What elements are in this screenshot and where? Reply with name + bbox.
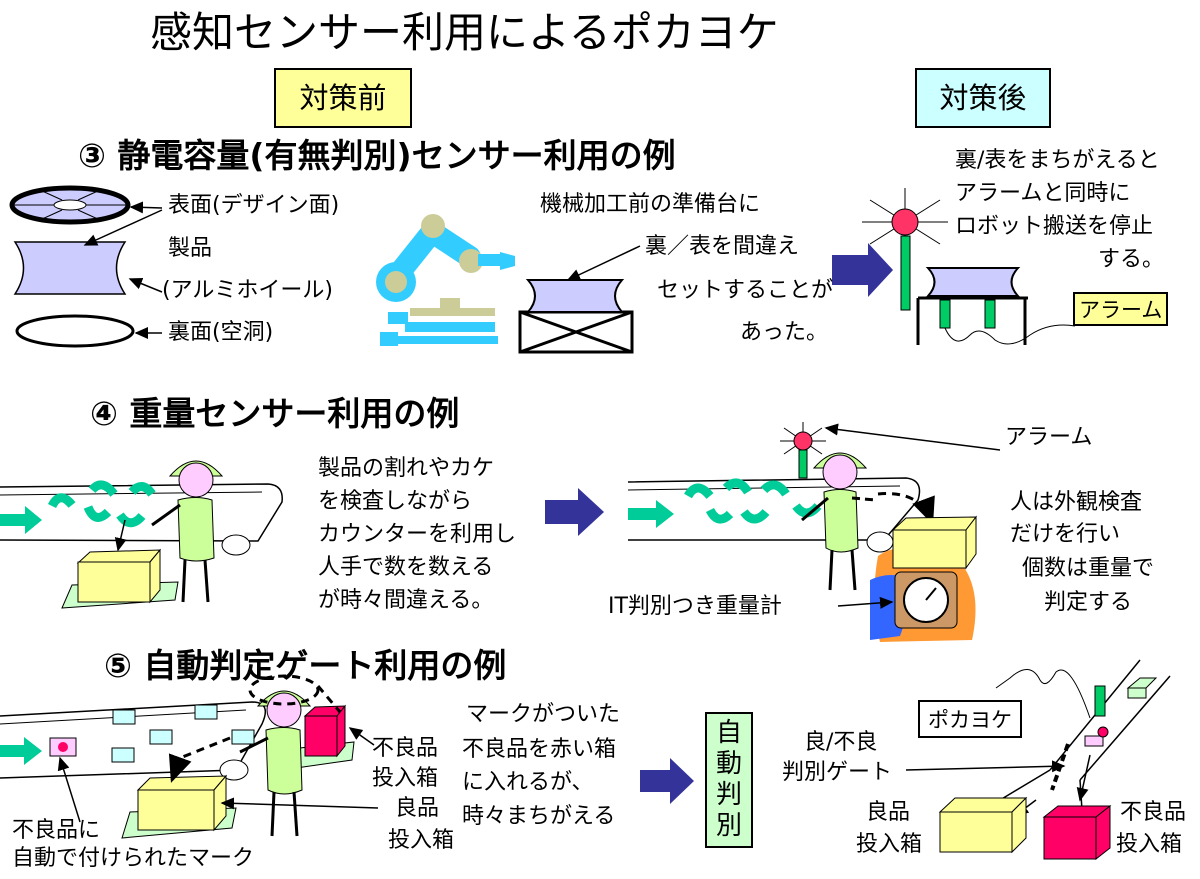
flow-arrow-icon (0, 506, 42, 534)
s5-before-line2: 不良品を赤い箱 (462, 737, 617, 762)
s4-before-line5: が時々間違える。 (318, 588, 494, 613)
label-aluminum: (アルミホイール) (162, 278, 333, 303)
section3-heading: ③ 静電容量(有無判別)センサー利用の例 (78, 136, 676, 175)
good-box-label-2: 投入箱 (388, 828, 455, 853)
bad-box-after-icon (1042, 804, 1112, 861)
small-products-icon (111, 704, 255, 763)
s4-before-line2: を検査しながら (318, 489, 473, 514)
flow-arrow-3-icon (0, 737, 42, 765)
s3-after-line3: ロボット搬送を停止 (955, 214, 1154, 239)
s3-after-line2: アラームと同時に (955, 181, 1131, 206)
s5-before-line3: に入れるが、 (462, 770, 594, 795)
sensor-table-icon (916, 267, 1076, 345)
s4-after-line2: だけを行い (1010, 522, 1121, 547)
s3-before-line3: セットすることが (657, 278, 834, 303)
mark-label-1: 不良品に (12, 818, 101, 843)
s4-alarm-label: アラーム (1005, 425, 1093, 450)
label-product: 製品 (168, 236, 213, 261)
s4-after-line4: 判定する (1044, 590, 1133, 615)
alarm-box: アラーム (1073, 292, 1169, 326)
scale-label: IT判別つき重量計 (608, 594, 782, 619)
bad-after-2: 投入箱 (1116, 832, 1183, 857)
auto-gate-label: 自 動 判 別 (705, 712, 753, 848)
s5-before-line4: 時々まちがえる (462, 804, 616, 829)
good-box-after-icon (938, 796, 1028, 854)
alarm-lamp-icon (862, 188, 948, 256)
s5-before-line1: マークがついた (466, 702, 621, 727)
s3-after-line1: 裏/表をまちがえると (955, 148, 1160, 173)
after-label: 対策後 (915, 68, 1051, 128)
robot-arm-icon (376, 214, 515, 346)
s3-before-line2: 裏／表を間違え (645, 234, 800, 259)
good-box-2-icon (891, 515, 978, 570)
flow-arrow-2-icon (628, 500, 674, 528)
before-after-arrow-icon (832, 243, 893, 297)
good-box-label-1: 良品 (395, 796, 440, 821)
bad-box-5-icon (295, 704, 355, 769)
alarm-lamp-2-icon (780, 422, 826, 479)
section5-heading: ⑤ 自動判定ゲート利用の例 (104, 646, 507, 685)
dashed-grab-icon (248, 674, 320, 706)
weight-scale-icon (870, 546, 976, 642)
gate-char-2: 動 (715, 748, 742, 779)
wheel-back-icon (15, 314, 135, 348)
label-front: 表面(デザイン面) (168, 193, 340, 218)
page-title: 感知センサー利用によるポカヨケ (150, 8, 779, 57)
s4-before-line1: 製品の割れやカケ (318, 456, 495, 481)
wheel-side-icon (13, 241, 127, 295)
gate-chute-icon (995, 659, 1171, 816)
bad-box-label-1: 不良品 (372, 736, 439, 761)
worker-2-icon (801, 452, 877, 591)
bad-after-1: 不良品 (1120, 800, 1187, 825)
gate-char-3: 判 (715, 780, 742, 810)
s4-before-line4: 人手で数を数える (318, 555, 494, 580)
products-after-icon (684, 478, 822, 524)
gate-desc-1: 良/不良 (804, 730, 878, 755)
good-box-icon (61, 548, 179, 609)
worker-3-icon (239, 690, 312, 837)
worker-icon (151, 460, 224, 603)
before-after-arrow-3-icon (640, 758, 694, 804)
before-after-arrow-2-icon (545, 488, 604, 536)
good-after-2: 投入箱 (856, 832, 923, 857)
good-box-5-icon (121, 774, 237, 839)
wheel-front-icon (9, 185, 131, 225)
s4-after-line3: 個数は重量で (1022, 556, 1155, 581)
marked-product-icon (49, 737, 77, 757)
conveyor-before-icon (0, 483, 283, 556)
before-label: 対策前 (274, 68, 412, 128)
products-before-icon (47, 480, 156, 528)
s4-before-line3: カウンターを利用し (318, 522, 517, 547)
mark-label-2: 自動で付けられたマーク (12, 846, 255, 871)
good-after-1: 良品 (866, 800, 911, 825)
bad-box-label-2: 投入箱 (372, 766, 439, 791)
section4-heading: ④ 重量センサー利用の例 (90, 394, 460, 433)
s3-before-line1: 機械加工前の準備台に (540, 192, 761, 217)
pokayoke-box: ポカヨケ (918, 700, 1022, 738)
gate-desc-2: 判別ゲート (782, 760, 893, 785)
label-back: 裏面(空洞) (168, 320, 274, 345)
s3-after-line4: する。 (1098, 247, 1165, 272)
gate-char-4: 別 (715, 811, 742, 842)
prep-table-icon (518, 279, 634, 354)
s4-after-line1: 人は外観検査 (1010, 490, 1143, 515)
gate-char-1: 自 (715, 717, 742, 748)
s3-before-line4: あった。 (740, 320, 829, 345)
